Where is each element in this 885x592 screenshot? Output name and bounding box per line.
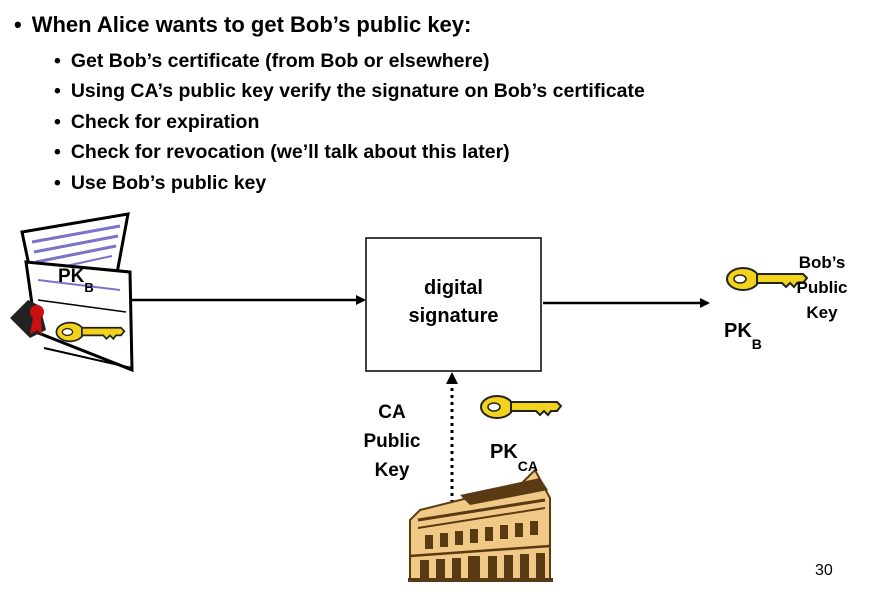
step-text: Using CA’s public key verify the signatu… — [70, 80, 645, 103]
pk-subscript: CA — [517, 458, 539, 474]
arrow-ca-head — [446, 372, 458, 384]
step-item: • Check for revocation (we’ll talk about … — [54, 138, 645, 169]
label-line-2: Public — [796, 278, 848, 297]
key-icon — [480, 395, 562, 419]
step-text: Use Bob’s public key — [70, 171, 267, 194]
label-line-2: Public — [363, 431, 421, 452]
bullet-marker: • — [54, 141, 61, 164]
pk-text: PK — [490, 441, 518, 463]
bullet-marker: • — [54, 110, 61, 133]
bullet-marker: • — [54, 171, 61, 194]
step-item: • Use Bob’s public key — [54, 168, 645, 199]
ca-building-icon — [408, 468, 553, 582]
bobs-public-key-label: Bob’s Public Key — [786, 250, 858, 325]
step-text: Get Bob’s certificate (from Bob or elsew… — [70, 49, 490, 72]
pk-text: PK — [58, 266, 85, 287]
step-item: • Check for expiration — [54, 107, 645, 138]
main-bullet-text: When Alice wants to get Bob’s public key… — [31, 12, 472, 37]
label-line-1: CA — [378, 402, 406, 423]
page-number: 30 — [815, 562, 833, 579]
digital-signature-box — [365, 237, 542, 372]
pk-text: PK — [724, 320, 752, 342]
label-line-1: Bob’s — [798, 253, 846, 272]
main-bullet: • When Alice wants to get Bob’s public k… — [14, 12, 471, 38]
output-pk-label: PKB — [724, 320, 762, 352]
step-item: • Using CA’s public key verify the signat… — [54, 77, 645, 108]
label-line-3: Key — [806, 303, 838, 322]
step-list: • Get Bob’s certificate (from Bob or else… — [54, 46, 645, 199]
digital-signature-label: digital signature — [366, 274, 541, 330]
box-line-2: signature — [408, 305, 499, 327]
bullet-marker: • — [54, 49, 61, 72]
certificate-icon — [10, 212, 134, 373]
pk-subscript: B — [751, 336, 762, 352]
step-text: Check for expiration — [70, 110, 260, 133]
pk-subscript: B — [84, 280, 94, 295]
label-line-3: Key — [374, 460, 410, 481]
certificate-pk-label: PKB — [58, 266, 94, 295]
box-line-1: digital — [424, 277, 483, 299]
bullet-marker: • — [14, 12, 22, 37]
step-item: • Get Bob’s certificate (from Bob or else… — [54, 46, 645, 77]
ca-pk-label: PKCA — [490, 441, 538, 474]
step-text: Check for revocation (we’ll talk about t… — [70, 141, 510, 164]
bullet-marker: • — [54, 80, 61, 103]
ca-public-key-label: CA Public Key — [354, 398, 430, 485]
